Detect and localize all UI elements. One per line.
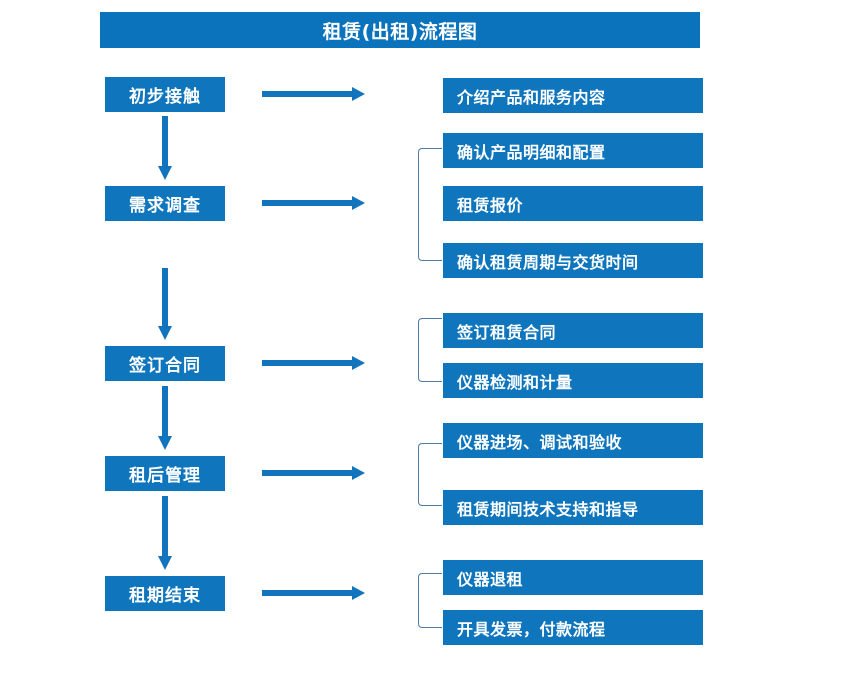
detail-box-3-2[interactable]: 仪器检测和计量 xyxy=(443,363,703,398)
stage-box-4[interactable]: 租后管理 xyxy=(105,456,225,491)
detail-box-2-1[interactable]: 确认产品明细和配置 xyxy=(443,133,703,168)
detail-box-2-3[interactable]: 确认租赁周期与交货时间 xyxy=(443,243,703,278)
detail-box-4-2[interactable]: 租赁期间技术支持和指导 xyxy=(443,490,703,525)
right-arrow-icon-3 xyxy=(262,355,366,371)
down-arrow-icon-2 xyxy=(157,268,173,342)
stage-box-5[interactable]: 租期结束 xyxy=(105,576,225,611)
right-arrow-icon-1 xyxy=(262,86,366,102)
right-arrow-icon-4 xyxy=(262,465,366,481)
right-arrow-icon-5 xyxy=(262,585,366,601)
group-bracket-4 xyxy=(418,443,442,506)
detail-box-3-1[interactable]: 签订租赁合同 xyxy=(443,313,703,348)
stage-box-2[interactable]: 需求调查 xyxy=(105,186,225,221)
right-arrow-icon-2 xyxy=(262,195,366,211)
down-arrow-icon-1 xyxy=(157,116,173,182)
down-arrow-icon-4 xyxy=(157,496,173,572)
stage-box-3[interactable]: 签订合同 xyxy=(105,346,225,381)
detail-box-1-1[interactable]: 介绍产品和服务内容 xyxy=(443,78,703,113)
detail-box-4-1[interactable]: 仪器进场、调试和验收 xyxy=(443,423,703,458)
page-title: 租赁(出租)流程图 xyxy=(100,12,700,48)
down-arrow-icon-3 xyxy=(157,386,173,452)
group-bracket-5 xyxy=(418,573,442,628)
group-bracket-2 xyxy=(418,148,442,261)
detail-box-5-2[interactable]: 开具发票，付款流程 xyxy=(443,610,703,645)
stage-box-1[interactable]: 初步接触 xyxy=(105,77,225,112)
group-bracket-3 xyxy=(418,318,442,382)
detail-box-5-1[interactable]: 仪器退租 xyxy=(443,560,703,595)
detail-box-2-2[interactable]: 租赁报价 xyxy=(443,186,703,221)
